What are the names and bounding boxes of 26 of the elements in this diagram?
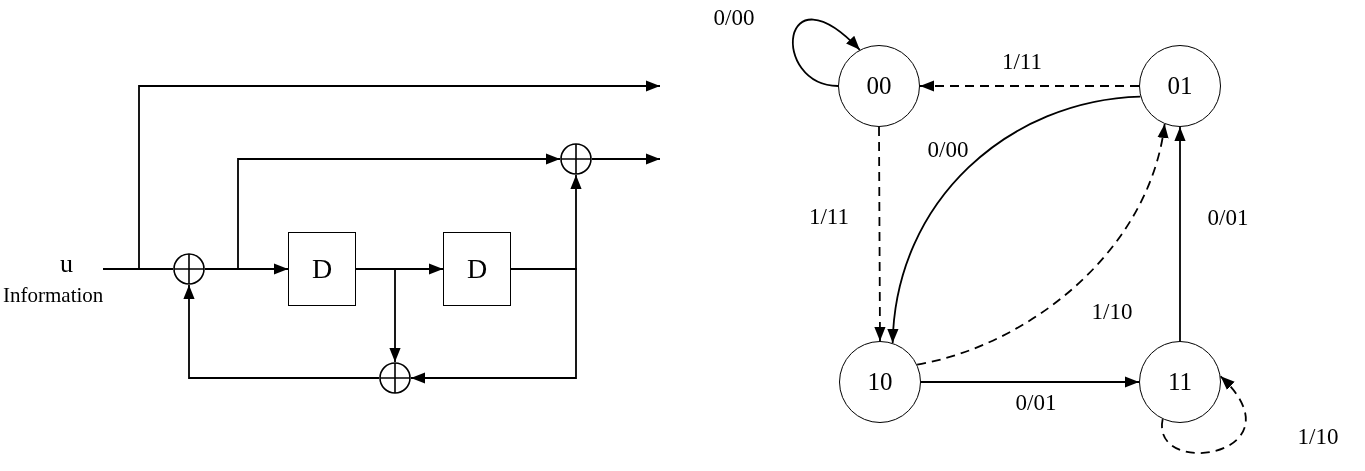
delay-label: D (466, 253, 488, 285)
arrow (874, 126, 886, 342)
state-label: 01 (1167, 72, 1193, 100)
arrow (410, 268, 577, 384)
arrow (355, 268, 401, 363)
arrow (792, 18, 861, 87)
delay-label: D (311, 253, 333, 285)
delay-box (288, 232, 356, 306)
arrow (1174, 126, 1186, 342)
arrow (591, 153, 661, 165)
arrow (1161, 375, 1247, 454)
input-caption: Information (3, 285, 104, 306)
arrow (920, 376, 1140, 388)
modulo-2-adder (173, 253, 205, 285)
arrow (888, 95, 1142, 344)
state-label: 10 (867, 368, 893, 396)
arrow (183, 284, 380, 379)
state-label: 11 (1167, 368, 1193, 396)
modulo-2-adder (560, 143, 592, 175)
modulo-2-adder (379, 362, 411, 394)
input-label: u (60, 251, 73, 277)
arrow (919, 80, 1140, 92)
arrow (916, 123, 1168, 366)
arrow (102, 80, 661, 270)
state-label: 00 (866, 72, 892, 100)
delay-box (443, 232, 511, 306)
